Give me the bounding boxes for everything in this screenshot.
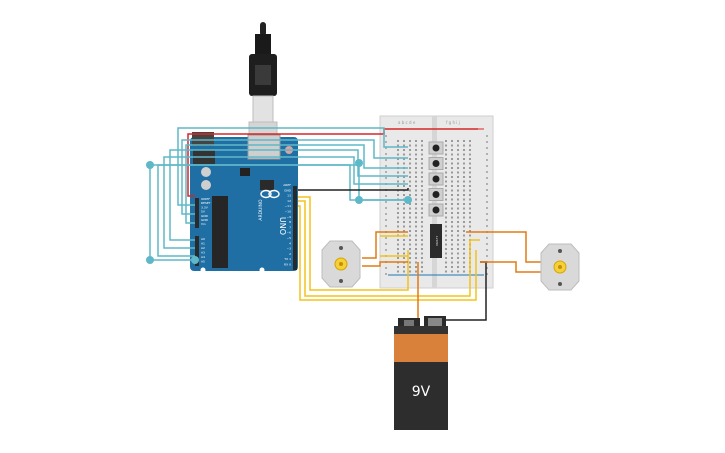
battery-9v: 9V xyxy=(394,316,448,430)
pin-label: 4 xyxy=(289,241,291,245)
wire-yellow-2 xyxy=(298,200,480,297)
pin-label: ~6 xyxy=(287,231,292,235)
push-button xyxy=(428,157,444,170)
wire-red-5v xyxy=(187,128,478,197)
wire-orange-motor1 xyxy=(362,231,408,259)
pin-label: A3 xyxy=(201,251,205,255)
push-button xyxy=(428,172,444,186)
pin-label: 8 xyxy=(289,220,291,224)
wire-orange-motor2 xyxy=(466,231,544,263)
arduino-model: UNO xyxy=(278,217,287,235)
wire-cyan-5 xyxy=(163,156,408,249)
push-button xyxy=(428,188,444,201)
wire-cyan-2 xyxy=(181,139,408,215)
wire-cyan-3 xyxy=(185,144,408,224)
pin-label: A4 xyxy=(201,255,205,259)
breadboard: a b c d e f g h i j L293D xyxy=(379,115,494,289)
wire-yellow-1 xyxy=(298,196,409,291)
col-letters-left: a b c d e xyxy=(398,120,416,125)
pin-label: ~11 xyxy=(285,204,291,208)
wire-black-gnd xyxy=(298,188,409,191)
wires xyxy=(146,127,544,321)
usb-cable xyxy=(248,22,278,141)
dc-motor-left xyxy=(321,240,361,288)
pin-label: A5 xyxy=(201,260,205,264)
pin-label: TX 1 xyxy=(283,257,291,261)
pin-label: 13 xyxy=(287,194,291,198)
driver-chip-label: L293D xyxy=(435,236,439,246)
wire-cyan-1 xyxy=(177,127,408,206)
dc-motor-right xyxy=(540,243,580,291)
push-button xyxy=(428,203,444,217)
pin-label: ~10 xyxy=(285,210,291,214)
breadboard-holes xyxy=(385,135,488,275)
arduino-brand: ARDUINO xyxy=(258,199,264,221)
pin-label: GND xyxy=(201,214,209,218)
pin-label: A2 xyxy=(201,246,205,250)
pin-label: Vin xyxy=(201,222,206,226)
col-letters-right: f g h i j xyxy=(446,120,460,125)
battery-label: 9V xyxy=(412,384,431,400)
motor-driver-chip xyxy=(430,224,442,258)
wire-yellow-3 xyxy=(298,205,477,301)
pin-label: GND xyxy=(201,218,209,222)
pin-label: ~3 xyxy=(287,247,292,251)
pin-label: AREF xyxy=(283,183,291,187)
pin-label: 2 xyxy=(289,252,291,256)
pin-label: ~9 xyxy=(287,215,292,219)
pin-label: 7 xyxy=(289,225,291,229)
pin-label: RX 0 xyxy=(284,263,291,267)
wire-cyan-4 xyxy=(169,149,408,241)
arduino-logo-icon xyxy=(260,189,280,199)
pin-label: GND xyxy=(284,188,292,192)
pin-label: 12 xyxy=(287,199,291,203)
pin-label: A1 xyxy=(201,242,205,246)
pin-label: IOREF xyxy=(201,197,210,201)
push-buttons xyxy=(428,141,444,217)
pin-label: RESET xyxy=(201,201,211,205)
pin-label: ~5 xyxy=(287,236,292,240)
push-button xyxy=(428,141,444,155)
pin-label: 3.3V xyxy=(201,205,209,209)
pin-label: A0 xyxy=(201,237,205,241)
pin-label: 5V xyxy=(201,210,206,214)
